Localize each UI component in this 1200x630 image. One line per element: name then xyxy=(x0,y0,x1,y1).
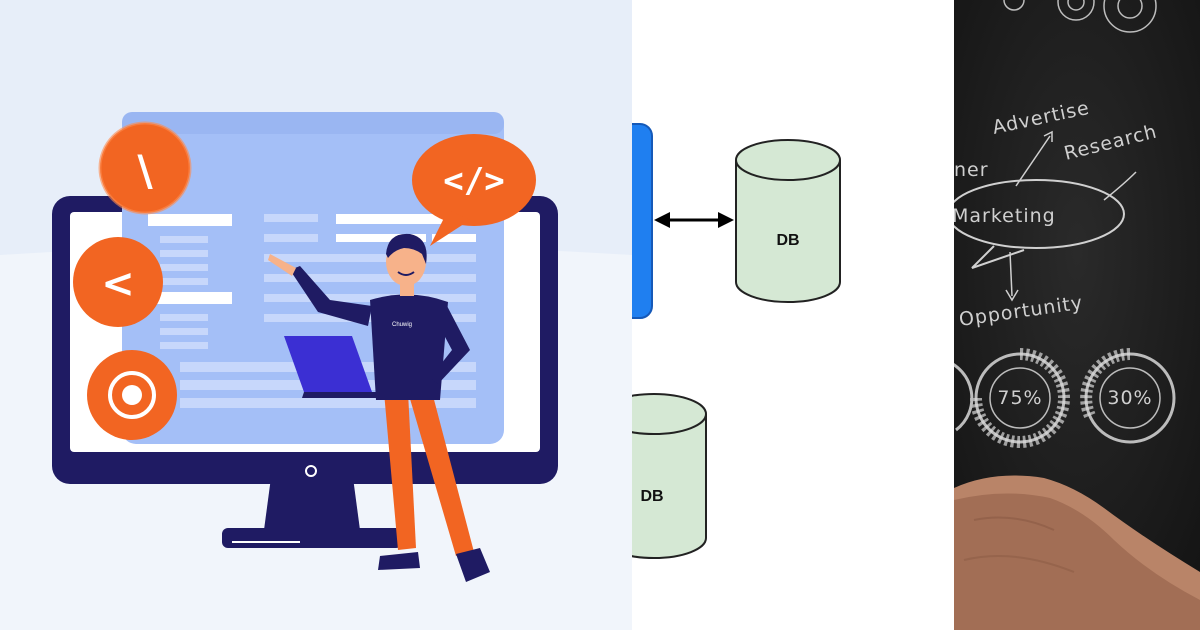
chalkboard-photo-panel: Marketing Advertise Research ner Opportu… xyxy=(954,0,1200,630)
code-glyph: </> xyxy=(443,161,504,201)
database-diagram: DB DB xyxy=(632,123,841,559)
db-label-bottom: DB xyxy=(640,488,663,505)
percent-75-label: 75% xyxy=(997,387,1042,409)
chalkboard-photo: Marketing Advertise Research ner Opportu… xyxy=(954,0,1200,630)
db-label-top: DB xyxy=(776,232,799,249)
percent-ring-30: 30% xyxy=(1080,348,1176,444)
backslash-glyph: \ xyxy=(137,146,153,195)
target-circle-icon xyxy=(87,350,177,440)
less-than-glyph: < xyxy=(101,261,135,307)
bidirectional-arrow-icon xyxy=(654,212,734,228)
hand-photo xyxy=(954,475,1200,630)
gear-icon xyxy=(1003,0,1157,33)
monitor-stand xyxy=(222,470,402,548)
developer-illustration-panel: \ < </> Chuwig xyxy=(0,0,632,630)
developer-character: Chuwig xyxy=(268,233,490,582)
marketing-word: Marketing xyxy=(954,205,1056,227)
percent-30-label: 30% xyxy=(1107,387,1152,409)
backslash-circle-icon: \ xyxy=(98,121,192,215)
database-cylinder-bottom: DB xyxy=(632,393,707,559)
database-diagram-panel: DB DB xyxy=(632,0,954,630)
code-speech-bubble-icon: </> xyxy=(412,134,536,246)
shirt-logo: Chuwig xyxy=(392,322,412,328)
database-cylinder-top: DB xyxy=(735,139,841,303)
less-than-circle-icon: < xyxy=(73,237,163,327)
other-word: ner xyxy=(954,159,989,181)
percent-ring-partial xyxy=(954,363,974,432)
percent-ring-75: 75% xyxy=(970,348,1070,448)
developer-illustration: \ < </> Chuwig xyxy=(52,112,558,582)
service-box xyxy=(632,123,653,319)
